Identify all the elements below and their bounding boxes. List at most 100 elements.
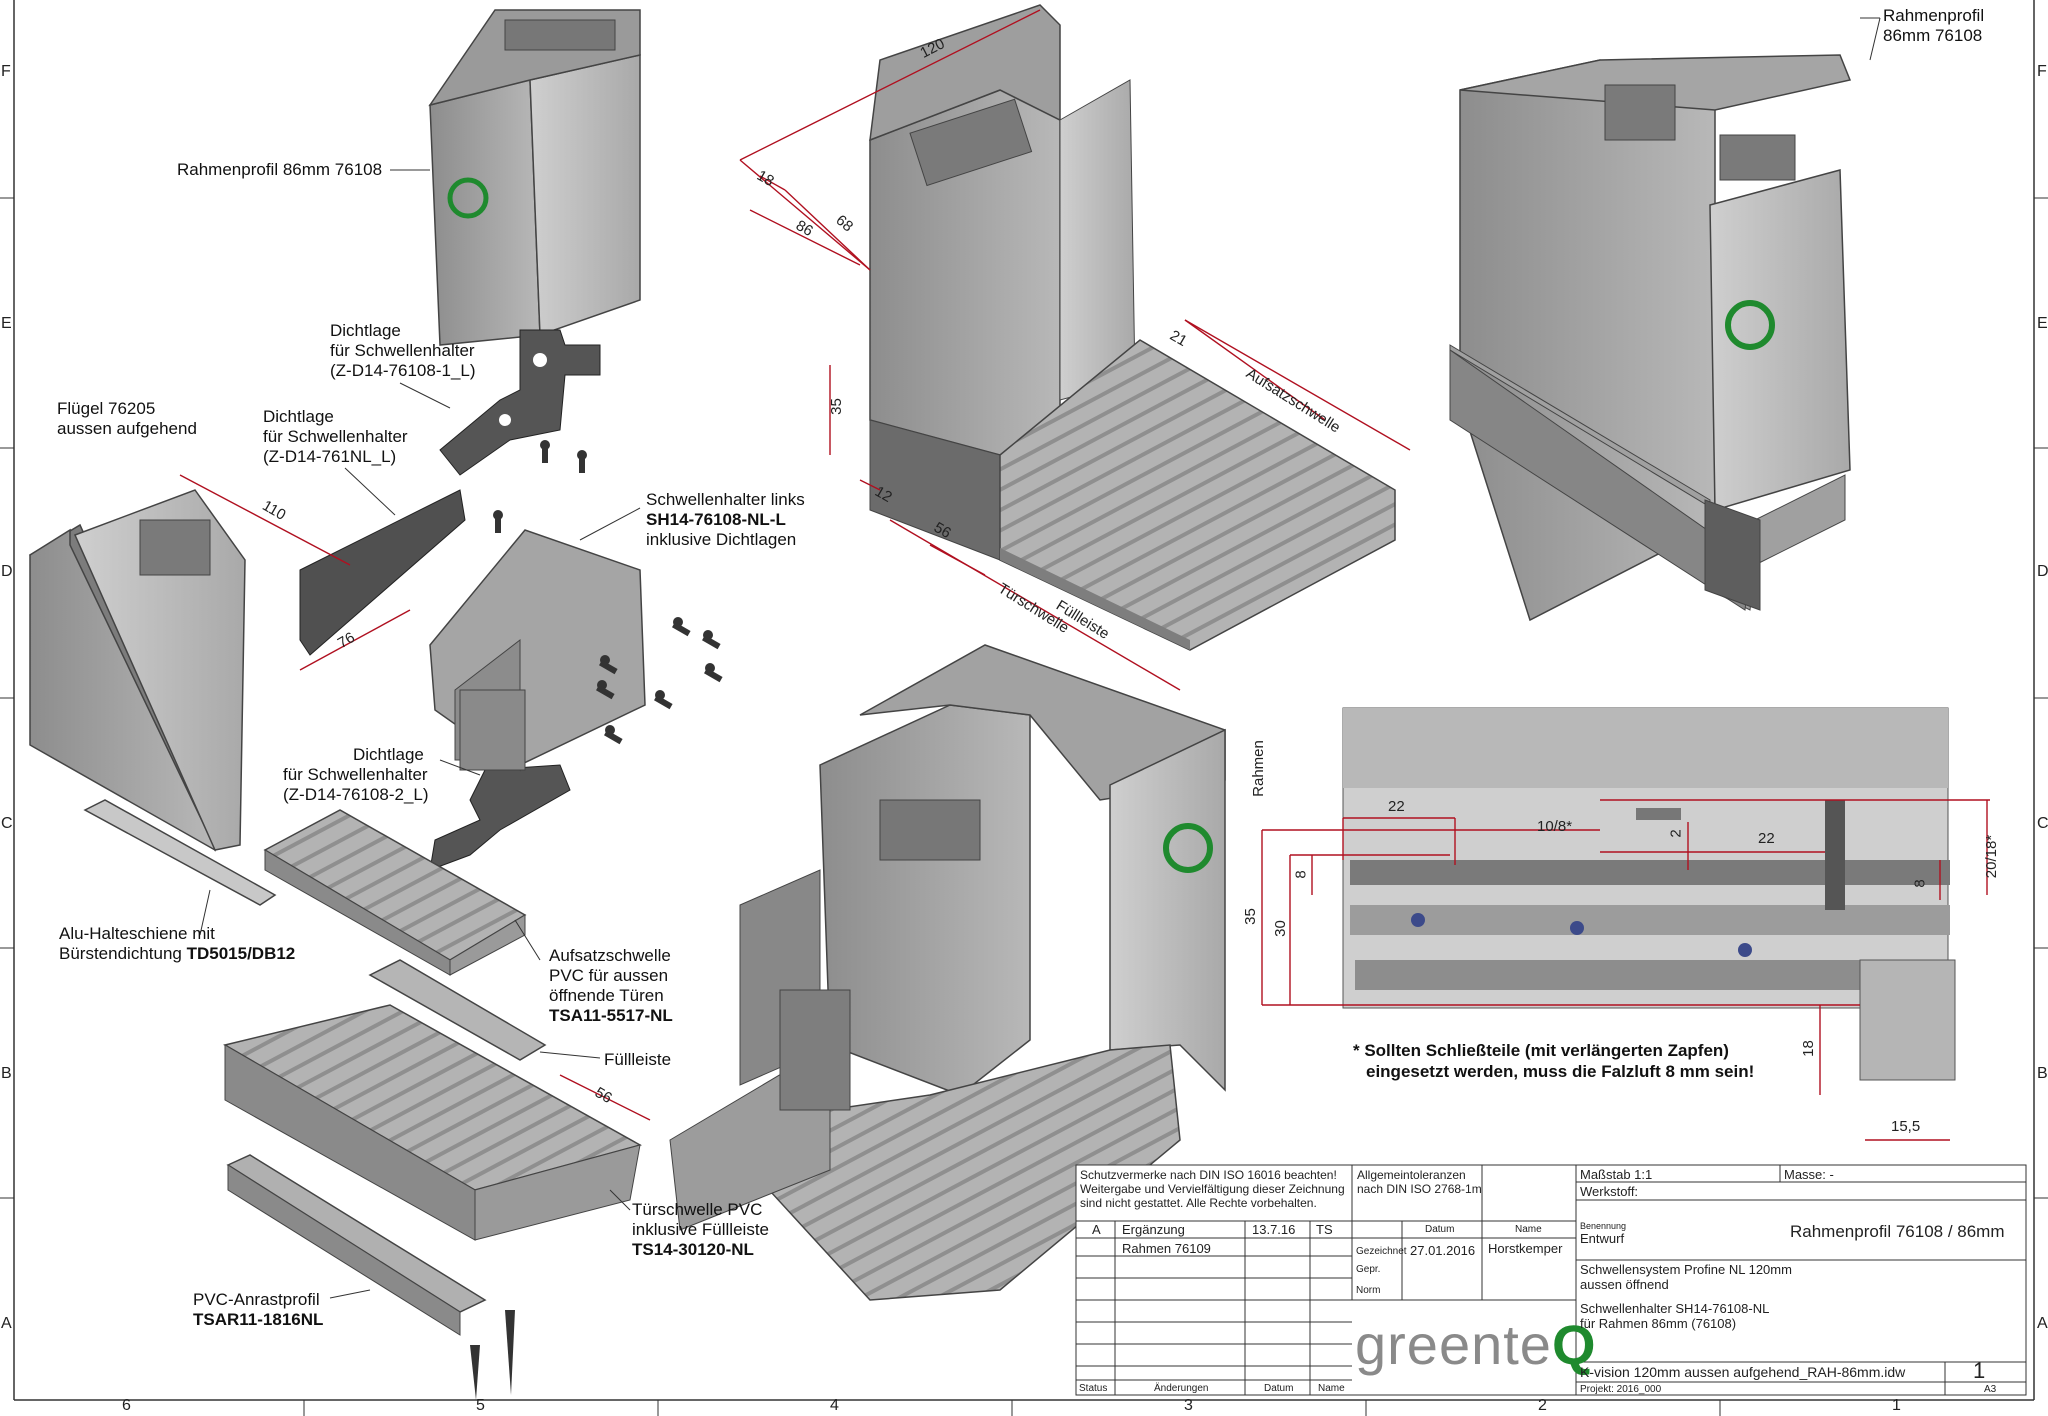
label-schwellenhalter: Schwellenhalter links SH14-76108-NL-L in…	[646, 490, 805, 550]
label-rahmenprofil-topright-line2: 86mm 76108	[1883, 26, 1983, 45]
section-dim-10-8: 10/8*	[1537, 818, 1573, 835]
label-dichtlage-1-line1: Dichtlage	[330, 321, 401, 340]
label-alu-halteschiene: Alu-Halteschiene mit Bürstendichtung TD5…	[59, 924, 295, 964]
ruler-col-6: 6	[122, 1397, 131, 1414]
ruler-row-f-right: F	[2037, 63, 2047, 80]
label-dichtlage-3-line2: für Schwellenhalter	[283, 765, 428, 784]
tb-rev-text: Ergänzung	[1122, 1222, 1185, 1237]
label-tuerschwelle: Türschwelle PVC inklusive Füllleiste TS1…	[632, 1200, 769, 1260]
dichtlage-plate-2	[299, 489, 466, 656]
tb-schutz-1: Schutzvermerke nach DIN ISO 16016 beacht…	[1080, 1168, 1337, 1182]
label-fuellleiste: Füllleiste	[604, 1050, 672, 1069]
tb-gezeichnet: Gezeichnet	[1356, 1246, 1407, 1257]
tb-gez-date: 27.01.2016	[1410, 1243, 1476, 1258]
ruler-row-c-left: C	[1, 815, 13, 832]
section-dim-22-left: 22	[1388, 798, 1405, 815]
label-tuerschwelle-line2: inklusive Füllleiste	[632, 1220, 769, 1239]
label-alu-line1: Alu-Halteschiene mit	[59, 924, 215, 943]
ruler-col-1: 1	[1892, 1397, 1901, 1414]
tb-description: Schwellensystem Profine NL 120mm aussen …	[1580, 1262, 1792, 1331]
ruler-row-d-right: D	[2037, 563, 2048, 580]
label-rahmenprofil-topright: Rahmenprofil 86mm 76108	[1883, 6, 1984, 46]
tb-aenderungen: Änderungen	[1154, 1383, 1209, 1394]
tb-rev-text2: Rahmen 76109	[1122, 1241, 1211, 1256]
label-tuerschwelle-line1: Türschwelle PVC	[632, 1200, 763, 1219]
tb-sheet-number: 1	[1973, 1358, 1986, 1383]
label-dichtlage-3-line3: (Z-D14-76108-2_L)	[283, 785, 429, 804]
note-falzluft: * Sollten Schließteile (mit verlängerten…	[1353, 1040, 1754, 1082]
label-aufsatz-part-no: TSA11-5517-NL	[549, 1006, 673, 1025]
label-dichtlage-2: Dichtlage für Schwellenhalter (Z-D14-761…	[263, 407, 408, 467]
label-fluegel-line2: aussen aufgehend	[57, 419, 197, 438]
section-dim-15-5: 15,5	[1891, 1118, 1921, 1135]
tb-format: A3	[1984, 1384, 1997, 1395]
tb-name-bottom: Name	[1318, 1383, 1345, 1394]
dim-35-top: 35	[827, 398, 845, 415]
label-aufsatz-line2: PVC für aussen	[549, 966, 669, 985]
label-fluegel: Flügel 76205 aussen aufgehend	[57, 399, 197, 439]
tb-desc-3: Schwellenhalter SH14-76108-NL	[1580, 1301, 1770, 1316]
tb-schutzvermerk: Schutzvermerke nach DIN ISO 16016 beacht…	[1080, 1168, 1345, 1210]
assembly-view-top	[869, 4, 1396, 651]
label-aufsatz-line1: Aufsatzschwelle	[549, 946, 671, 965]
tb-masse: Masse: -	[1784, 1167, 1834, 1182]
label-schwellenhalter-line1: Schwellenhalter links	[646, 490, 805, 509]
ruler-row-f-left: F	[1, 63, 11, 80]
tb-desc-4: für Rahmen 86mm (76108)	[1580, 1316, 1737, 1331]
greenteq-logo: greenteQ	[1355, 1312, 1597, 1377]
section-dim-8-left: 8	[1292, 870, 1310, 879]
tb-norm: Norm	[1356, 1285, 1381, 1296]
label-anrastprofil: PVC-Anrastprofil TSAR11-1816NL	[193, 1290, 323, 1330]
ruler-row-e-right: E	[2037, 315, 2048, 332]
title-block-grid	[1075, 1164, 2027, 1396]
tb-tol-2: nach DIN ISO 2768-1m	[1357, 1182, 1482, 1196]
tb-hdr-datum: Datum	[1425, 1224, 1455, 1235]
ruler-row-d-left: D	[1, 563, 13, 580]
tb-entwurf: Entwurf	[1580, 1231, 1625, 1246]
screws	[470, 440, 723, 1400]
label-tuerschwelle-part-no: TS14-30120-NL	[632, 1240, 754, 1259]
schwellenhalter-part	[429, 529, 646, 772]
aufsatzschwelle-part	[263, 809, 527, 976]
ruler-col-5: 5	[476, 1397, 485, 1414]
tb-status: Status	[1079, 1383, 1108, 1394]
label-fluegel-line1: Flügel 76205	[57, 399, 156, 418]
label-rahmenprofil-top: Rahmenprofil 86mm 76108	[177, 160, 383, 179]
label-dichtlage-2-line2: für Schwellenhalter	[263, 427, 408, 446]
label-anrast-line1: PVC-Anrastprofil	[193, 1290, 320, 1309]
tb-toleranzen: Allgemeintoleranzen nach DIN ISO 2768-1m	[1357, 1168, 1482, 1196]
ruler-row-c-right: C	[2037, 815, 2048, 832]
alu-halteschiene	[83, 799, 277, 906]
leader-lines	[199, 17, 1881, 1299]
ruler-row-e-left: E	[1, 315, 12, 332]
tb-rev-by: TS	[1316, 1222, 1333, 1237]
tuerschwelle-part	[223, 1004, 642, 1241]
tb-gez-name: Horstkemper	[1488, 1241, 1563, 1256]
fluegel-profile-part	[28, 489, 246, 852]
tb-rev-date: 13.7.16	[1252, 1222, 1296, 1237]
tb-gepr: Gepr.	[1356, 1264, 1381, 1275]
tb-desc-1: Schwellensystem Profine NL 120mm	[1580, 1262, 1792, 1277]
assembly-view-right	[1449, 54, 1852, 622]
label-dichtlage-2-line3: (Z-D14-761NL_L)	[263, 447, 397, 466]
label-aufsatz-line3: öffnende Türen	[549, 986, 664, 1005]
tb-desc-2: aussen öffnend	[1580, 1277, 1669, 1292]
greenteq-logo-text: greente	[1355, 1313, 1552, 1376]
label-anrast-part-no: TSAR11-1816NL	[193, 1310, 324, 1329]
ruler-col-3: 3	[1184, 1397, 1193, 1414]
fuellleiste-part	[368, 959, 547, 1061]
tb-hdr-name: Name	[1515, 1224, 1542, 1235]
assembly-view-bottom	[669, 644, 1226, 1301]
section-dim-8-right: 8	[1911, 879, 1929, 888]
tb-benennung: Benennung	[1580, 1221, 1627, 1231]
label-dichtlage-1: Dichtlage für Schwellenhalter (Z-D14-761…	[330, 321, 476, 381]
ruler-row-b-left: B	[1, 1065, 12, 1082]
dim-rahmen: Rahmen	[1249, 740, 1267, 797]
label-schwellenhalter-line3: inklusive Dichtlagen	[646, 530, 797, 549]
greenteq-logo-q: Q	[1551, 1313, 1597, 1376]
tb-werkstoff: Werkstoff:	[1580, 1184, 1639, 1199]
label-rahmenprofil-topright-line1: Rahmenprofil	[1883, 6, 1985, 25]
label-dichtlage-3: Dichtlage für Schwellenhalter (Z-D14-761…	[283, 745, 429, 805]
ruler-row-a-right: A	[2037, 1315, 2048, 1332]
